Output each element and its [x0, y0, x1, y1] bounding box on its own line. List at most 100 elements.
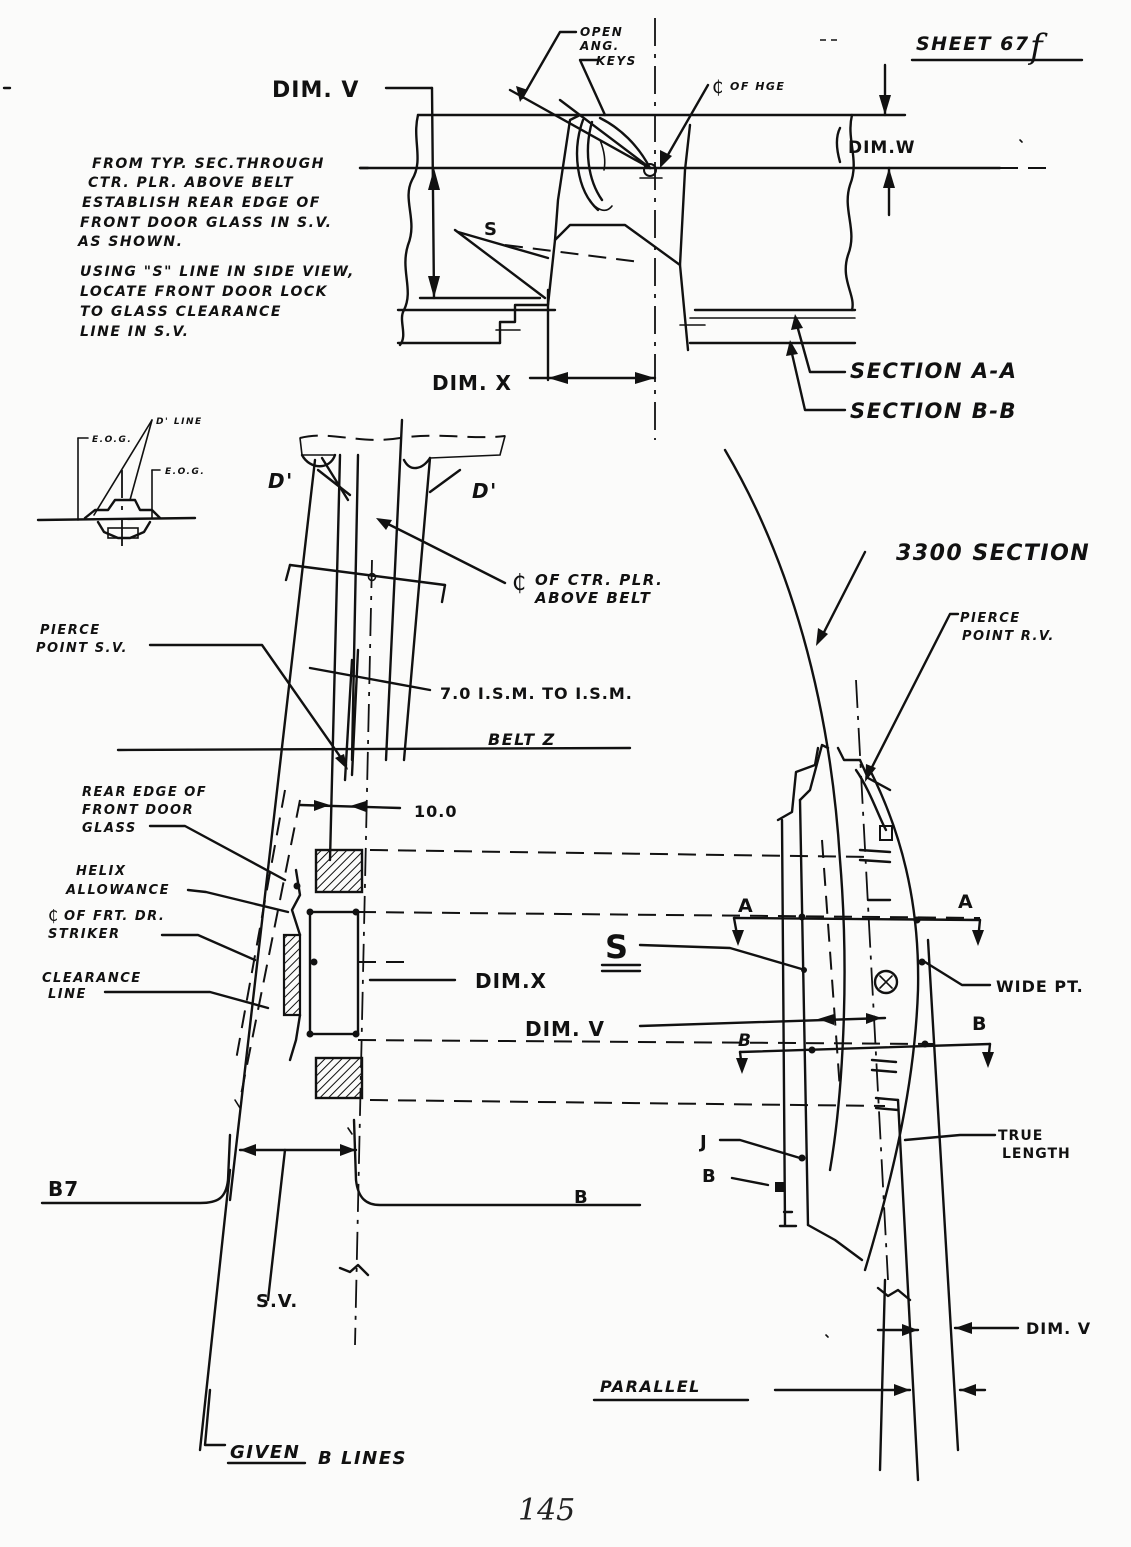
striker-block-upper	[314, 848, 364, 894]
section-3300-curve	[723, 448, 846, 1172]
pillar-line-outer-left	[328, 453, 342, 862]
notes-block: FROM TYP. SEC.THROUGH CTR. PLR. ABOVE BE…	[77, 156, 355, 340]
clearance-label: CLEARANCE	[42, 971, 142, 986]
belt-label: BELT Z	[488, 730, 556, 749]
svg-text:POINT S.V.: POINT S.V.	[36, 641, 128, 656]
d-prime-right: D'	[472, 479, 498, 503]
dim-v-extension	[430, 86, 436, 300]
pierce-sv-label: PIERCE	[40, 623, 101, 638]
rear-edge-label: REAR EDGE OF	[82, 785, 207, 800]
note-line: LINE IN S.V.	[80, 324, 189, 340]
dim-x-label: DIM. X	[432, 371, 512, 395]
eog-left-label: E.O.G.	[92, 435, 132, 445]
s-label-top: S	[484, 219, 498, 240]
svg-text:GLASS: GLASS	[82, 821, 137, 836]
inset-detail: E.O.G. D' LINE E.O.G.	[36, 417, 205, 550]
section-aa-label: SECTION A-A	[850, 359, 1017, 383]
pierce-rv-leader	[866, 612, 960, 777]
top-section-view: DIM. V DIM.W DIM. X OPEN ANG. KEYS ₵ OF …	[272, 18, 1048, 440]
pierce-sv-leader	[148, 643, 348, 767]
side-view: D' D' ₵ OF CTR. PLR. ABOVE BELT PIERCE P…	[36, 418, 981, 1469]
b7-label: B7	[48, 1177, 79, 1201]
sv-label: S.V.	[256, 1291, 298, 1312]
pierce-rv-label: PIERCE	[960, 611, 1021, 626]
dim-v-rv-label: DIM. V	[525, 1017, 605, 1041]
sheet-header: SHEET 67 f	[2, 27, 1084, 90]
note-line: FROM TYP. SEC.THROUGH	[92, 156, 325, 172]
section-a-right-label: A	[958, 891, 974, 913]
b-rv-label: B	[702, 1166, 717, 1187]
section-bb-label: SECTION B-B	[850, 399, 1017, 423]
svg-text:POINT R.V.: POINT R.V.	[962, 629, 1055, 644]
note-line: AS SHOWN.	[77, 234, 183, 250]
cl-ctr-plr-leader	[378, 518, 507, 585]
belt-line	[116, 746, 632, 752]
centerline-symbol: ₵	[712, 77, 723, 98]
svg-text:₵: ₵	[48, 906, 58, 925]
svg-text:FRONT DOOR: FRONT DOOR	[82, 803, 194, 818]
svg-text:ANG.: ANG.	[579, 39, 620, 53]
section-a-line	[732, 916, 982, 922]
svg-text:LINE: LINE	[48, 987, 87, 1002]
note-line: FRONT DOOR GLASS IN S.V.	[80, 215, 332, 231]
lock-box	[308, 910, 360, 1036]
rear-view: 3300 SECTION PIERCE POINT R.V. A A B B W…	[525, 448, 1091, 1482]
pillar-profile	[546, 223, 690, 382]
dim-w-label: DIM.W	[848, 138, 916, 158]
svg-text:₵: ₵	[512, 571, 526, 596]
dim-x-sv-label: DIM.X	[475, 969, 547, 993]
b-label-sv: B	[574, 1187, 589, 1208]
page-number: 145	[518, 1493, 575, 1528]
svg-text:LENGTH: LENGTH	[1002, 1146, 1071, 1162]
ism-label: 7.0 I.S.M. TO I.S.M.	[440, 684, 633, 703]
dim-v-right-label: DIM. V	[1026, 1319, 1091, 1338]
svg-text:STRIKER: STRIKER	[48, 927, 121, 942]
dim-v-label: DIM. V	[272, 78, 359, 103]
section-3300-leader	[818, 550, 867, 642]
note-line: ESTABLISH REAR EDGE OF	[82, 195, 321, 211]
eog-right-label: E.O.G.	[165, 467, 205, 477]
striker-circle	[873, 969, 899, 995]
cl-ctr-plr-label: OF CTR. PLR.	[535, 571, 663, 589]
note-line: LOCATE FRONT DOOR LOCK	[80, 284, 328, 300]
open-ang-label: OPEN	[580, 25, 623, 39]
sheet-label: SHEET 67	[916, 33, 1030, 55]
section-a-left-label: A	[738, 895, 754, 917]
true-length-line	[896, 1098, 920, 1482]
keys-label: KEYS	[596, 54, 637, 68]
striker-block-lower	[314, 1056, 364, 1100]
svg-text:ABOVE BELT: ABOVE BELT	[534, 589, 652, 607]
parallel-line	[926, 938, 960, 1452]
section-3300-label: 3300 SECTION	[896, 541, 1090, 566]
lock-profile	[282, 933, 302, 1017]
s-line	[504, 244, 641, 263]
parallel-label: PARALLEL	[600, 1377, 701, 1396]
dim-10-label: 10.0	[414, 802, 457, 821]
section-b-left-label: B	[738, 1031, 752, 1051]
d-prime-left: D'	[268, 469, 294, 493]
helix-label: HELIX	[76, 864, 126, 879]
svg-text:ALLOWANCE: ALLOWANCE	[65, 883, 170, 898]
note-line: TO GLASS CLEARANCE	[80, 304, 282, 320]
section-b-line	[738, 1042, 992, 1054]
break-line-left	[402, 113, 420, 312]
note-line: CTR. PLR. ABOVE BELT	[88, 175, 294, 191]
break-line-right	[844, 113, 855, 312]
given-b-line-1	[198, 1168, 232, 1452]
outer-body-curve	[863, 768, 920, 1272]
pillar-line-inner	[384, 418, 404, 762]
pillar-centerline	[354, 559, 373, 1346]
wide-pt-label: WIDE PT.	[996, 977, 1084, 996]
svg-text:B LINES: B LINES	[318, 1448, 407, 1469]
note-line: USING "S" LINE IN SIDE VIEW,	[80, 264, 355, 280]
s-big-label: S	[605, 928, 629, 966]
j-label: J	[698, 1132, 708, 1153]
dline-label: D' LINE	[156, 417, 203, 427]
striker-label: OF FRT. DR.	[64, 909, 165, 924]
given-b-label: GIVEN	[230, 1442, 300, 1463]
true-length-label: TRUE	[998, 1128, 1043, 1144]
open-angle-line	[508, 88, 652, 170]
open-ang-leader	[520, 30, 578, 100]
